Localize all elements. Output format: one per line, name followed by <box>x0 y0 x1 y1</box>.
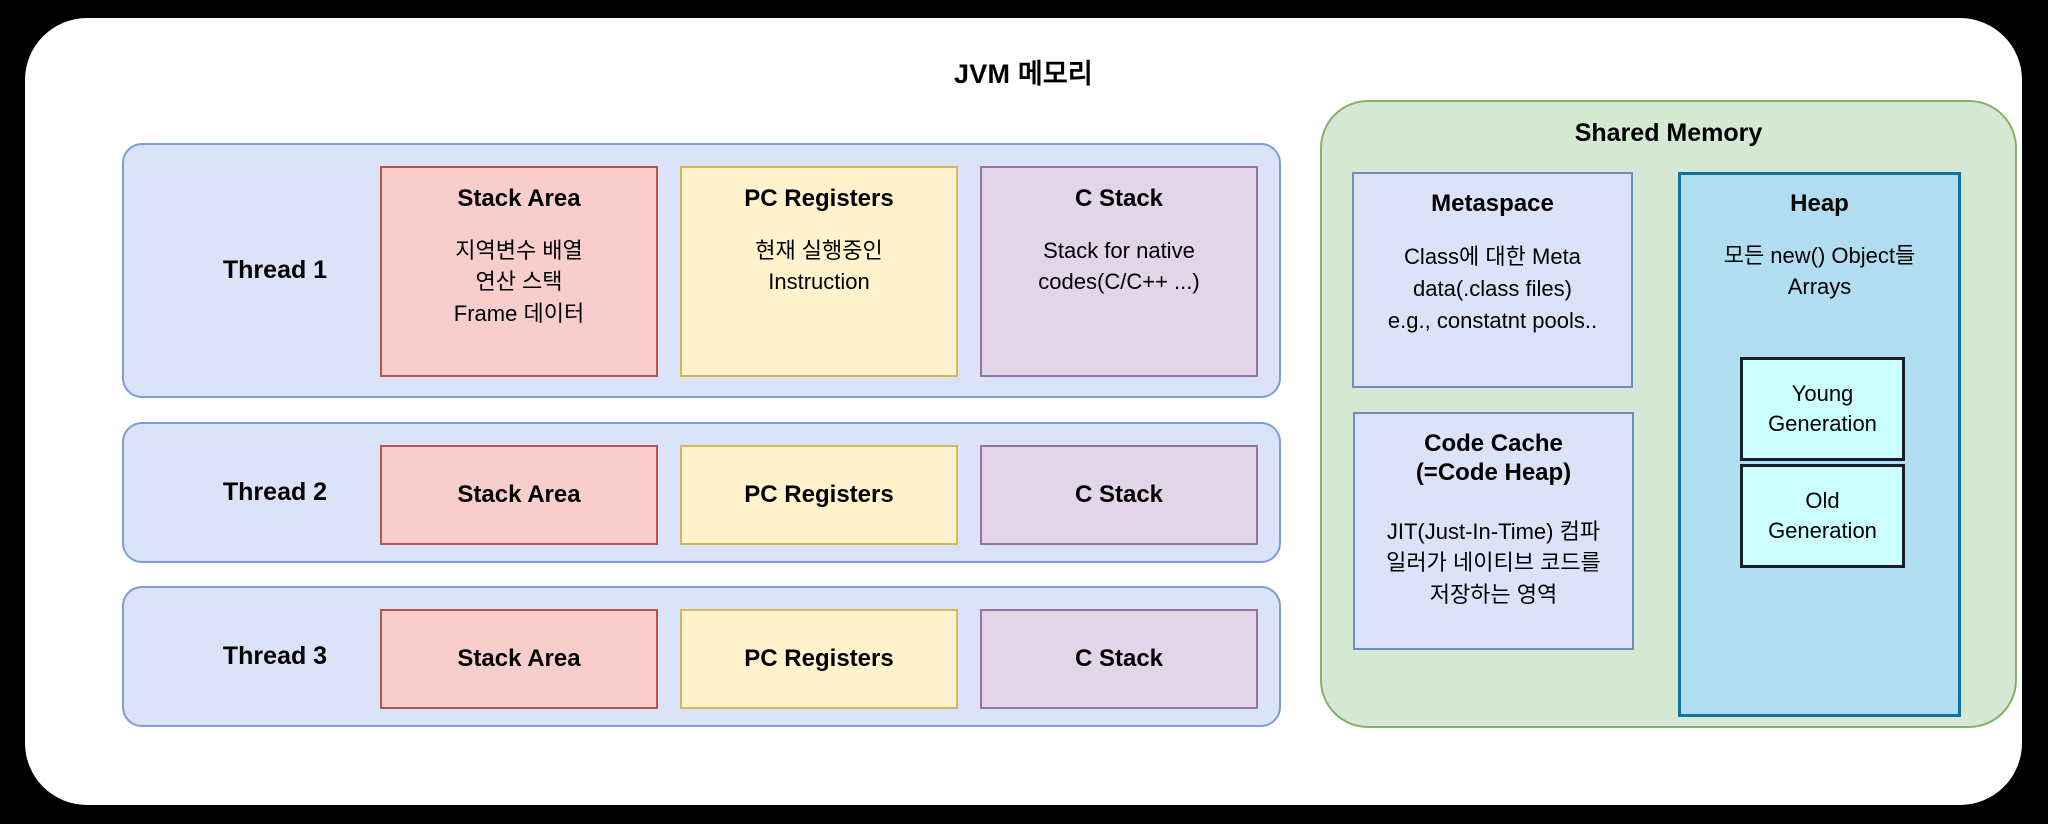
c-stack-title: C Stack <box>1074 481 1164 509</box>
code-cache-title: Code Cache (=Code Heap) <box>1415 430 1572 486</box>
metaspace-description: Class에 대한 Meta data(.class files) e.g., … <box>1387 243 1598 333</box>
pc-registers-box: PC Registers <box>680 609 958 709</box>
thread-label: Thread 3 <box>222 642 328 670</box>
jvm-memory-card: JVM 메모리 Thread 1 Stack Area 지역변수 배열 연산 스… <box>25 18 2022 805</box>
stack-area-box: Stack Area <box>380 445 658 545</box>
pc-registers-box: PC Registers <box>680 445 958 545</box>
shared-memory-title: Shared Memory <box>1574 119 1763 147</box>
pc-registers-title: PC Registers <box>744 645 894 673</box>
thread-row: Thread 1 Stack Area 지역변수 배열 연산 스택 Frame … <box>122 143 1281 398</box>
c-stack-description: Stack for native codes(C/C++ ...) <box>1038 237 1200 295</box>
stack-area-description: 지역변수 배열 연산 스택 Frame 데이터 <box>453 237 585 327</box>
page-title: JVM 메모리 <box>954 59 1093 89</box>
c-stack-box: C Stack <box>980 445 1258 545</box>
thread-row: Thread 2 Stack Area PC Registers C Stack <box>122 422 1281 563</box>
thread-row: Thread 3 Stack Area PC Registers C Stack <box>122 586 1281 727</box>
heap-title: Heap <box>1790 190 1849 217</box>
stack-area-title: Stack Area <box>457 185 581 212</box>
pc-registers-box: PC Registers 현재 실행중인 Instruction <box>680 166 958 377</box>
stack-area-box: Stack Area <box>380 609 658 709</box>
c-stack-title: C Stack <box>1074 185 1164 212</box>
shared-memory-region: Shared Memory Metaspace Class에 대한 Meta d… <box>1320 100 2017 728</box>
stack-area-box: Stack Area 지역변수 배열 연산 스택 Frame 데이터 <box>380 166 658 377</box>
old-generation-box: Old Generation <box>1740 464 1905 568</box>
metaspace-title: Metaspace <box>1431 190 1554 217</box>
pc-registers-title: PC Registers <box>744 481 894 509</box>
thread-label: Thread 1 <box>222 256 328 284</box>
c-stack-box: C Stack <box>980 609 1258 709</box>
pc-registers-description: 현재 실행중인 Instruction <box>755 237 883 295</box>
heap-box: Heap 모든 new() Object들 Arrays Young Gener… <box>1678 172 1961 717</box>
thread-label: Thread 2 <box>222 478 328 506</box>
code-cache-box: Code Cache (=Code Heap) JIT(Just-In-Time… <box>1353 412 1634 650</box>
pc-registers-title: PC Registers <box>744 185 894 212</box>
c-stack-title: C Stack <box>1074 645 1164 673</box>
stack-area-title: Stack Area <box>457 481 581 509</box>
code-cache-description: JIT(Just-In-Time) 컴파 일러가 네이티브 코드를 저장하는 영… <box>1386 518 1601 608</box>
metaspace-box: Metaspace Class에 대한 Meta data(.class fil… <box>1352 172 1633 388</box>
heap-description: 모든 new() Object들 Arrays <box>1723 243 1916 300</box>
stack-area-title: Stack Area <box>457 645 581 673</box>
young-generation-box: Young Generation <box>1740 357 1905 461</box>
c-stack-box: C Stack Stack for native codes(C/C++ ...… <box>980 166 1258 377</box>
